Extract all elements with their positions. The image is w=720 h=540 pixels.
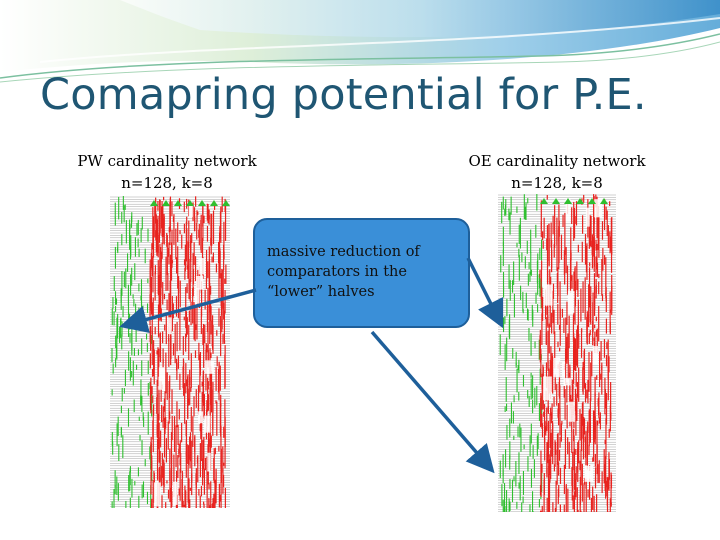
callout-line-3: “lower” halves bbox=[267, 284, 375, 300]
oe-network-title: OE cardinality network bbox=[468, 152, 646, 170]
callout-line-1: massive reduction of bbox=[267, 244, 420, 260]
slide-title: Comapring potential for P.E. bbox=[40, 70, 647, 120]
callout-box: massive reduction of comparators in the … bbox=[253, 218, 470, 328]
oe-network-params: n=128, k=8 bbox=[511, 174, 603, 192]
callout-line-2: comparators in the bbox=[267, 264, 407, 280]
arrow-to-oe-upper bbox=[466, 257, 504, 329]
oe-network-label: OE cardinality network n=128, k=8 bbox=[452, 150, 662, 194]
header-swoosh-decoration bbox=[0, 0, 720, 83]
arrow-to-oe-lower bbox=[370, 330, 495, 474]
pw-network-params: n=128, k=8 bbox=[121, 174, 213, 192]
pw-network-image bbox=[110, 196, 230, 508]
oe-network-image bbox=[498, 194, 616, 512]
pw-network-label: PW cardinality network n=128, k=8 bbox=[62, 150, 272, 194]
pw-network-title: PW cardinality network bbox=[77, 152, 257, 170]
